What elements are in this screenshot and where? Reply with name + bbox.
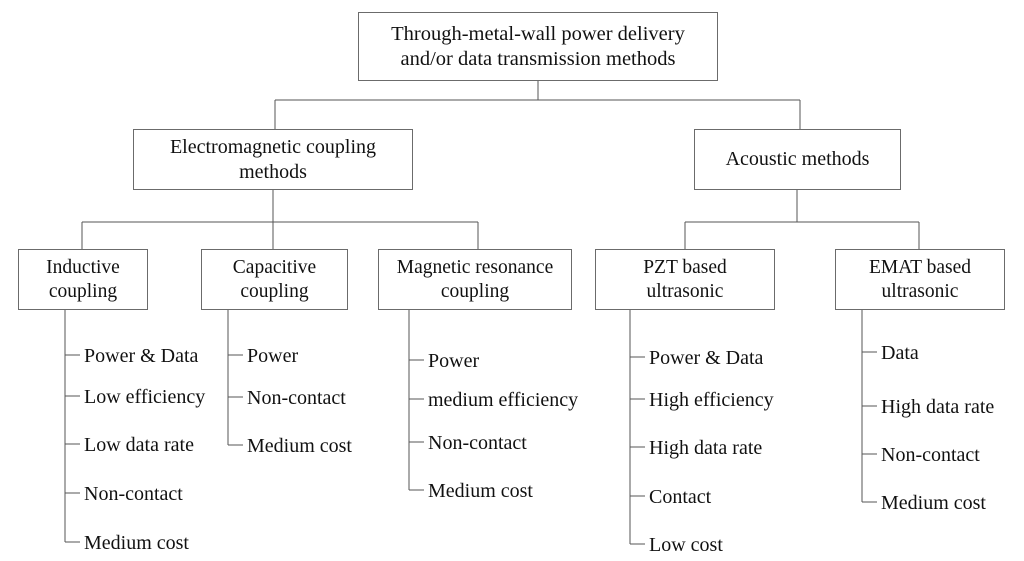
attribute-magnetic-4: Medium cost	[428, 480, 533, 502]
node-emat-based-ultrasonic[interactable]: EMAT based ultrasonic	[835, 249, 1005, 310]
node-acoustic-methods-label: Acoustic methods	[725, 148, 870, 171]
node-electromagnetic-coupling-methods-label: Electromagnetic coupling methods	[169, 136, 377, 183]
node-emat-based-ultrasonic-label: EMAT based ultrasonic	[868, 256, 971, 302]
attribute-pzt-1: Power & Data	[649, 347, 764, 369]
node-capacitive-coupling-label: Capacitive coupling	[232, 256, 317, 302]
node-inductive-coupling[interactable]: Inductive coupling	[18, 249, 148, 310]
attribute-inductive-3: Low data rate	[84, 434, 194, 456]
node-inductive-coupling-label: Inductive coupling	[46, 256, 120, 302]
attribute-pzt-2: High efficiency	[649, 389, 774, 411]
attribute-magnetic-1: Power	[428, 350, 480, 372]
attribute-emat-4: Medium cost	[881, 492, 986, 514]
attribute-inductive-2: Low efficiency	[84, 386, 206, 408]
attribute-emat-3: Non-contact	[881, 444, 980, 466]
attribute-emat-1: Data	[881, 342, 919, 364]
node-pzt-based-ultrasonic[interactable]: PZT based ultrasonic	[595, 249, 775, 310]
node-pzt-based-ultrasonic-label: PZT based ultrasonic	[643, 256, 727, 302]
attribute-capacitive-3: Medium cost	[247, 435, 352, 457]
node-root-label: Through-metal-wall power delivery and/or…	[391, 22, 685, 70]
attribute-pzt-3: High data rate	[649, 437, 763, 459]
attribute-magnetic-2: medium efficiency	[428, 389, 579, 411]
attribute-capacitive-1: Power	[247, 345, 299, 367]
attribute-emat-2: High data rate	[881, 396, 995, 418]
attribute-inductive-1: Power & Data	[84, 345, 199, 367]
attribute-inductive-5: Medium cost	[84, 532, 189, 554]
attribute-capacitive-2: Non-contact	[247, 387, 346, 409]
node-capacitive-coupling[interactable]: Capacitive coupling	[201, 249, 348, 310]
attribute-pzt-5: Low cost	[649, 534, 723, 556]
attribute-inductive-4: Non-contact	[84, 483, 183, 505]
node-electromagnetic-coupling-methods[interactable]: Electromagnetic coupling methods	[133, 129, 413, 190]
attribute-pzt-4: Contact	[649, 486, 712, 508]
node-magnetic-resonance-coupling-label: Magnetic resonance coupling	[396, 256, 554, 302]
node-magnetic-resonance-coupling[interactable]: Magnetic resonance coupling	[378, 249, 572, 310]
attribute-magnetic-3: Non-contact	[428, 432, 527, 454]
node-acoustic-methods[interactable]: Acoustic methods	[694, 129, 901, 190]
node-root[interactable]: Through-metal-wall power delivery and/or…	[358, 12, 718, 81]
